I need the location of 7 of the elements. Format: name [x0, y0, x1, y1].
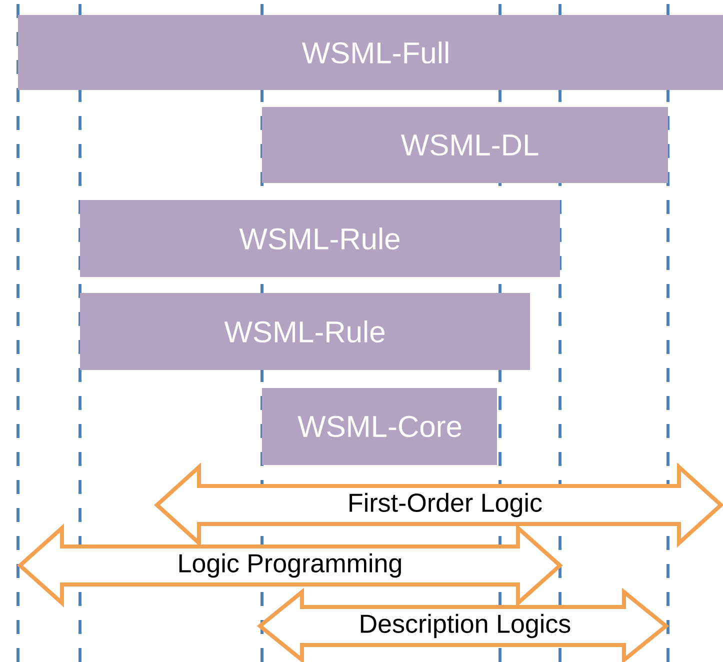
level-box: WSML-Rule: [80, 293, 530, 370]
level-box: WSML-Rule: [80, 200, 560, 277]
node-label: Description Logics: [360, 614, 570, 638]
level-box: WSML-DL: [262, 107, 668, 183]
level-box: WSML-Core: [262, 388, 497, 465]
level-box: WSML-Full: [18, 15, 723, 90]
node-label: First-Order Logic: [350, 492, 542, 518]
